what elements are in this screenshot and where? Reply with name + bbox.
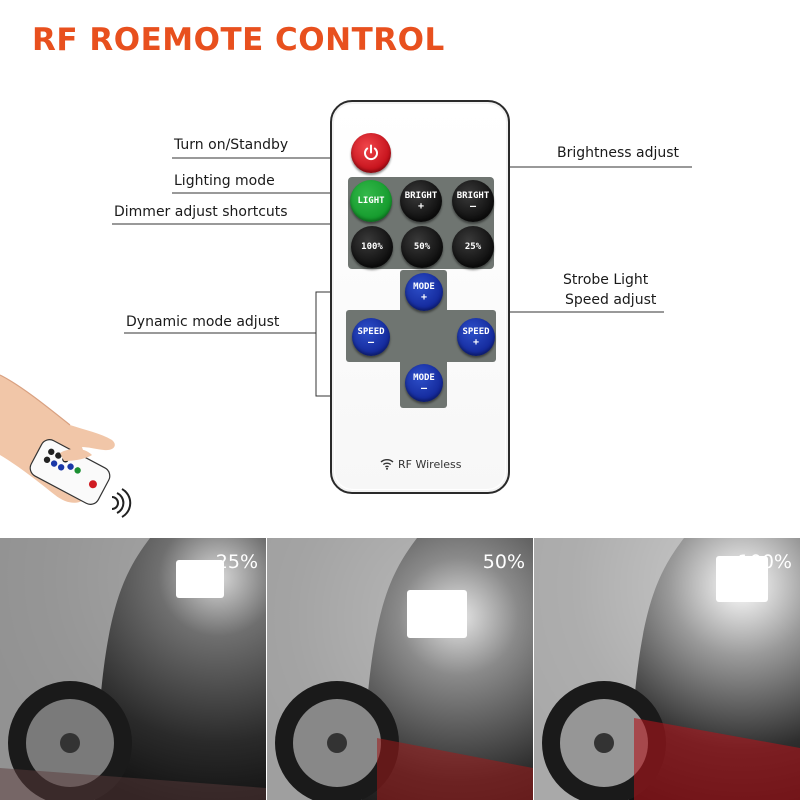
wifi-icon (380, 459, 394, 470)
photo-25-label: 25% (215, 551, 258, 573)
callout-turn-on: Turn on/Standby (174, 137, 289, 153)
callout-strobe-2: Speed adjust (565, 292, 657, 308)
power-button[interactable] (351, 133, 391, 173)
mode-minus-label: MODE (413, 372, 435, 383)
mode-plus-label: MODE (413, 281, 435, 292)
photo-100: 100% (534, 538, 800, 800)
mode-minus-sign: – (420, 382, 428, 394)
page-title: RF ROEMOTE CONTROL (32, 22, 445, 58)
minus-sign: – (469, 200, 477, 212)
rf-wireless-text: RF Wireless (398, 457, 462, 471)
bright-plus-label: BRIGHT (404, 190, 438, 201)
hand-illustration (0, 355, 140, 525)
dim-100-button[interactable]: 100% (351, 226, 393, 268)
bright-minus-button[interactable]: BRIGHT – (452, 180, 494, 222)
callout-brightness: Brightness adjust (557, 145, 680, 161)
dim-100-label: 100% (361, 241, 383, 252)
rf-wireless-label: RF Wireless (380, 456, 480, 472)
car-light-photo-25 (0, 538, 266, 800)
dim-25-label: 25% (464, 241, 482, 252)
car-light-photo-100 (534, 538, 800, 800)
dim-25-button[interactable]: 25% (452, 226, 494, 268)
photo-50: 50% (267, 538, 533, 800)
speed-plus-label: SPEED (462, 326, 490, 337)
callout-dimmer: Dimmer adjust shortcuts (114, 204, 288, 220)
photo-50-label: 50% (482, 551, 525, 573)
speed-minus-label: SPEED (357, 326, 385, 337)
speed-minus-button[interactable]: SPEED – (352, 318, 390, 356)
callout-lighting-mode: Lighting mode (174, 173, 275, 189)
speed-minus-sign: – (367, 336, 375, 348)
callout-dynamic: Dynamic mode adjust (126, 314, 280, 330)
mode-plus-button[interactable]: MODE + (405, 273, 443, 311)
mode-minus-button[interactable]: MODE – (405, 364, 443, 402)
hand-with-remote-icon (0, 374, 132, 518)
light-button[interactable]: LIGHT (350, 180, 392, 222)
mode-plus-sign: + (420, 291, 428, 303)
speed-plus-sign: + (472, 336, 480, 348)
plus-sign: + (417, 200, 425, 212)
bright-minus-label: BRIGHT (456, 190, 490, 201)
dim-50-button[interactable]: 50% (401, 226, 443, 268)
photo-100-label: 100% (737, 551, 792, 573)
power-icon (364, 144, 378, 161)
photo-25: 25% (0, 538, 266, 800)
car-light-photo-50 (267, 538, 533, 800)
bright-plus-button[interactable]: BRIGHT + (400, 180, 442, 222)
dim-50-label: 50% (413, 241, 431, 252)
speed-plus-button[interactable]: SPEED + (457, 318, 495, 356)
callout-strobe-1: Strobe Light (563, 272, 649, 288)
light-button-label: LIGHT (357, 195, 385, 206)
